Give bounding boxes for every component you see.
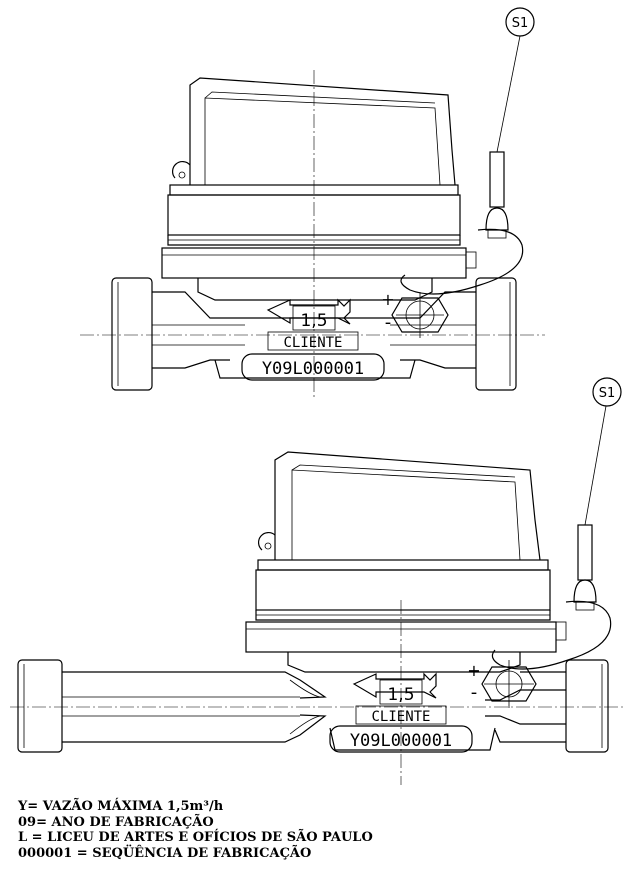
- seal-callout-circle: [505, 7, 535, 37]
- serial-number: Y09L000001: [262, 359, 364, 379]
- flow-arrow-top: 1,5: [266, 298, 351, 331]
- flow-arrow-bottom: 1,5: [352, 672, 437, 705]
- flow-rate-label: 1,5: [387, 685, 414, 705]
- flow-rate-label: 1,5: [300, 311, 327, 331]
- legend-line-manufacturer: L = LICEU DE ARTES E OFÍCIOS DE SÃO PAUL…: [18, 830, 373, 845]
- serial-plate-bottom: Y09L000001: [329, 725, 473, 753]
- plus-sign: +: [381, 290, 394, 309]
- seal-top: S1: [400, 7, 535, 295]
- client-plate-bottom: CLIENTE: [355, 705, 447, 725]
- seal-callout-circle: [592, 377, 622, 407]
- client-label: CLIENTE: [283, 335, 342, 351]
- register-body: [245, 559, 567, 653]
- meter-body: [17, 652, 609, 753]
- seal-label: S1: [512, 16, 529, 31]
- adjustment-screw-top: + -: [381, 290, 449, 338]
- legend-line-year: 09= ANO DE FABRICAÇÃO: [18, 814, 214, 830]
- serial-number: Y09L000001: [350, 731, 452, 751]
- register-lid: [258, 451, 541, 561]
- legend-line-flow: Y= VAZÃO MÁXIMA 1,5m³/h: [18, 799, 224, 814]
- register-body: [161, 184, 477, 279]
- client-plate-top: CLIENTE: [267, 331, 359, 351]
- meter-body: [111, 277, 517, 391]
- plus-sign: +: [467, 661, 480, 680]
- client-label: CLIENTE: [371, 709, 430, 725]
- meter-view-top: 1,5 CLIENTE Y09L000001 + -: [80, 7, 545, 400]
- marking-legend: Y= VAZÃO MÁXIMA 1,5m³/h 09= ANO DE FABRI…: [18, 799, 373, 861]
- minus-sign: -: [471, 682, 478, 703]
- meter-view-bottom: 1,5 CLIENTE Y09L000001 + -: [10, 377, 626, 785]
- serial-plate-top: Y09L000001: [241, 353, 385, 381]
- minus-sign: -: [385, 312, 392, 333]
- legend-line-sequence: 000001 = SEQÜÊNCIA DE FABRICAÇÃO: [18, 845, 312, 861]
- seal-bottom: S1: [491, 377, 622, 670]
- adjustment-screw-bottom: + -: [467, 660, 537, 708]
- register-lid: [172, 77, 456, 186]
- seal-label: S1: [599, 386, 616, 401]
